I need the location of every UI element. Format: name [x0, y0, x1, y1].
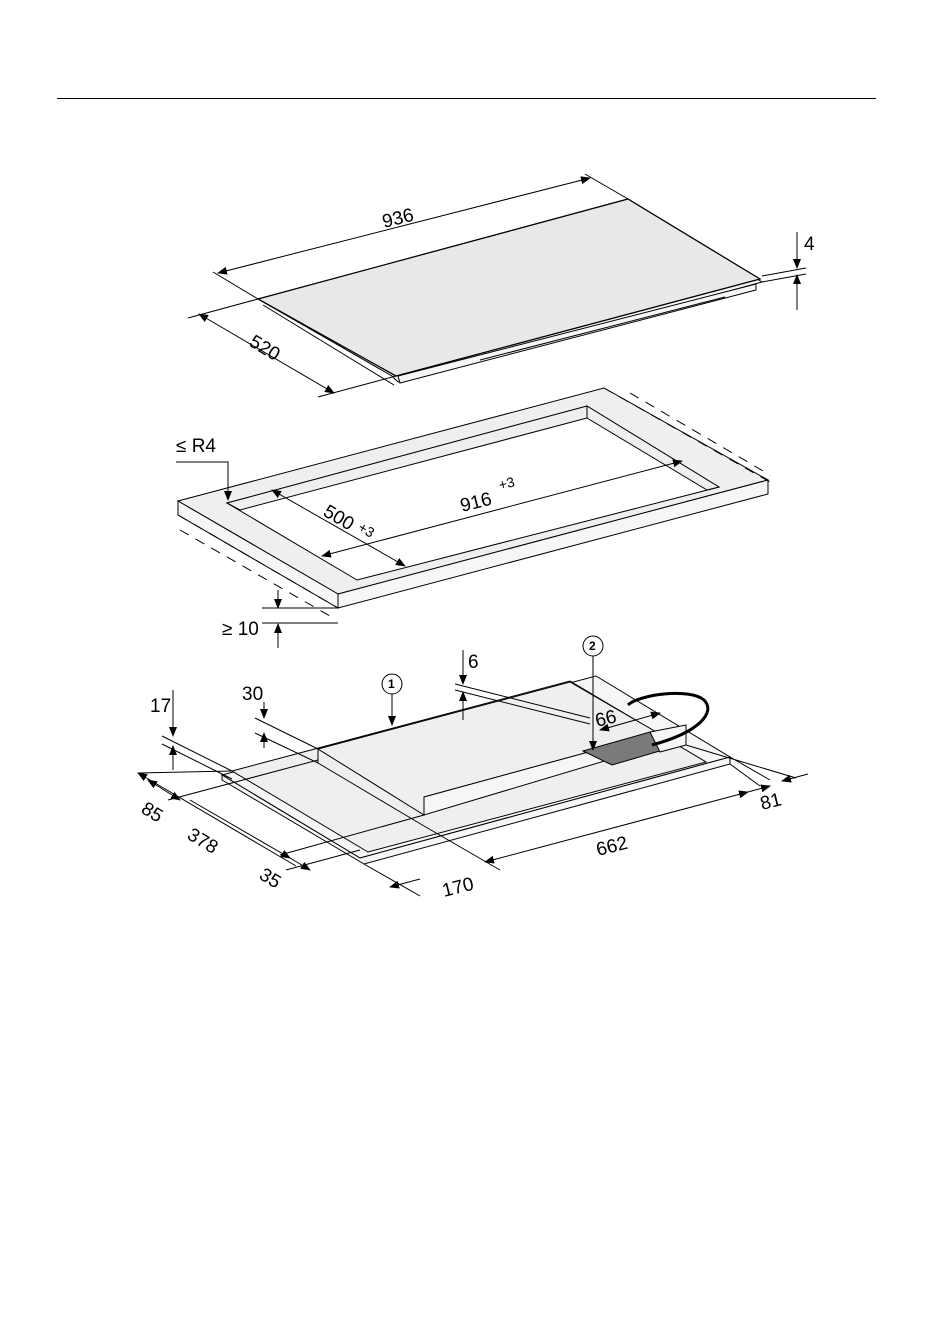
callout-1-label: 1 [388, 677, 395, 691]
callout-2-label: 2 [589, 639, 596, 653]
dimension-35-label: 35 [255, 864, 284, 893]
worktop-cutout-view: ≤ R4 500 +3 916 +3 ≥ 10 [176, 388, 770, 648]
cutout-width-tolerance: +3 [497, 473, 517, 492]
cutout-depth-label: 500 [320, 501, 358, 535]
hob-top-view: 936 520 4 [188, 174, 815, 397]
dimension-4-label: 4 [804, 234, 815, 255]
hob-underside-view: 1 2 6 30 17 66 [137, 636, 808, 902]
dimension-170-label: 170 [440, 874, 476, 902]
corner-radius-label: ≤ R4 [176, 436, 216, 457]
dimension-30-label: 30 [242, 684, 263, 705]
cutout-width-label: 916 [458, 489, 494, 517]
cutout-depth-tolerance: +3 [356, 519, 378, 541]
dimension-6-label: 6 [468, 652, 479, 673]
dimension-378-label: 378 [183, 824, 221, 858]
worktop-front-edge [338, 480, 768, 608]
dimension-85-label: 85 [137, 798, 166, 827]
dimension-81-label: 81 [758, 789, 784, 814]
min-worktop-thickness-label: ≥ 10 [222, 619, 259, 640]
dimension-17-label: 17 [150, 696, 171, 717]
cutout-inner-wall [227, 406, 587, 510]
dimension-662-label: 662 [594, 833, 630, 861]
dimension-936-label: 936 [380, 205, 416, 233]
